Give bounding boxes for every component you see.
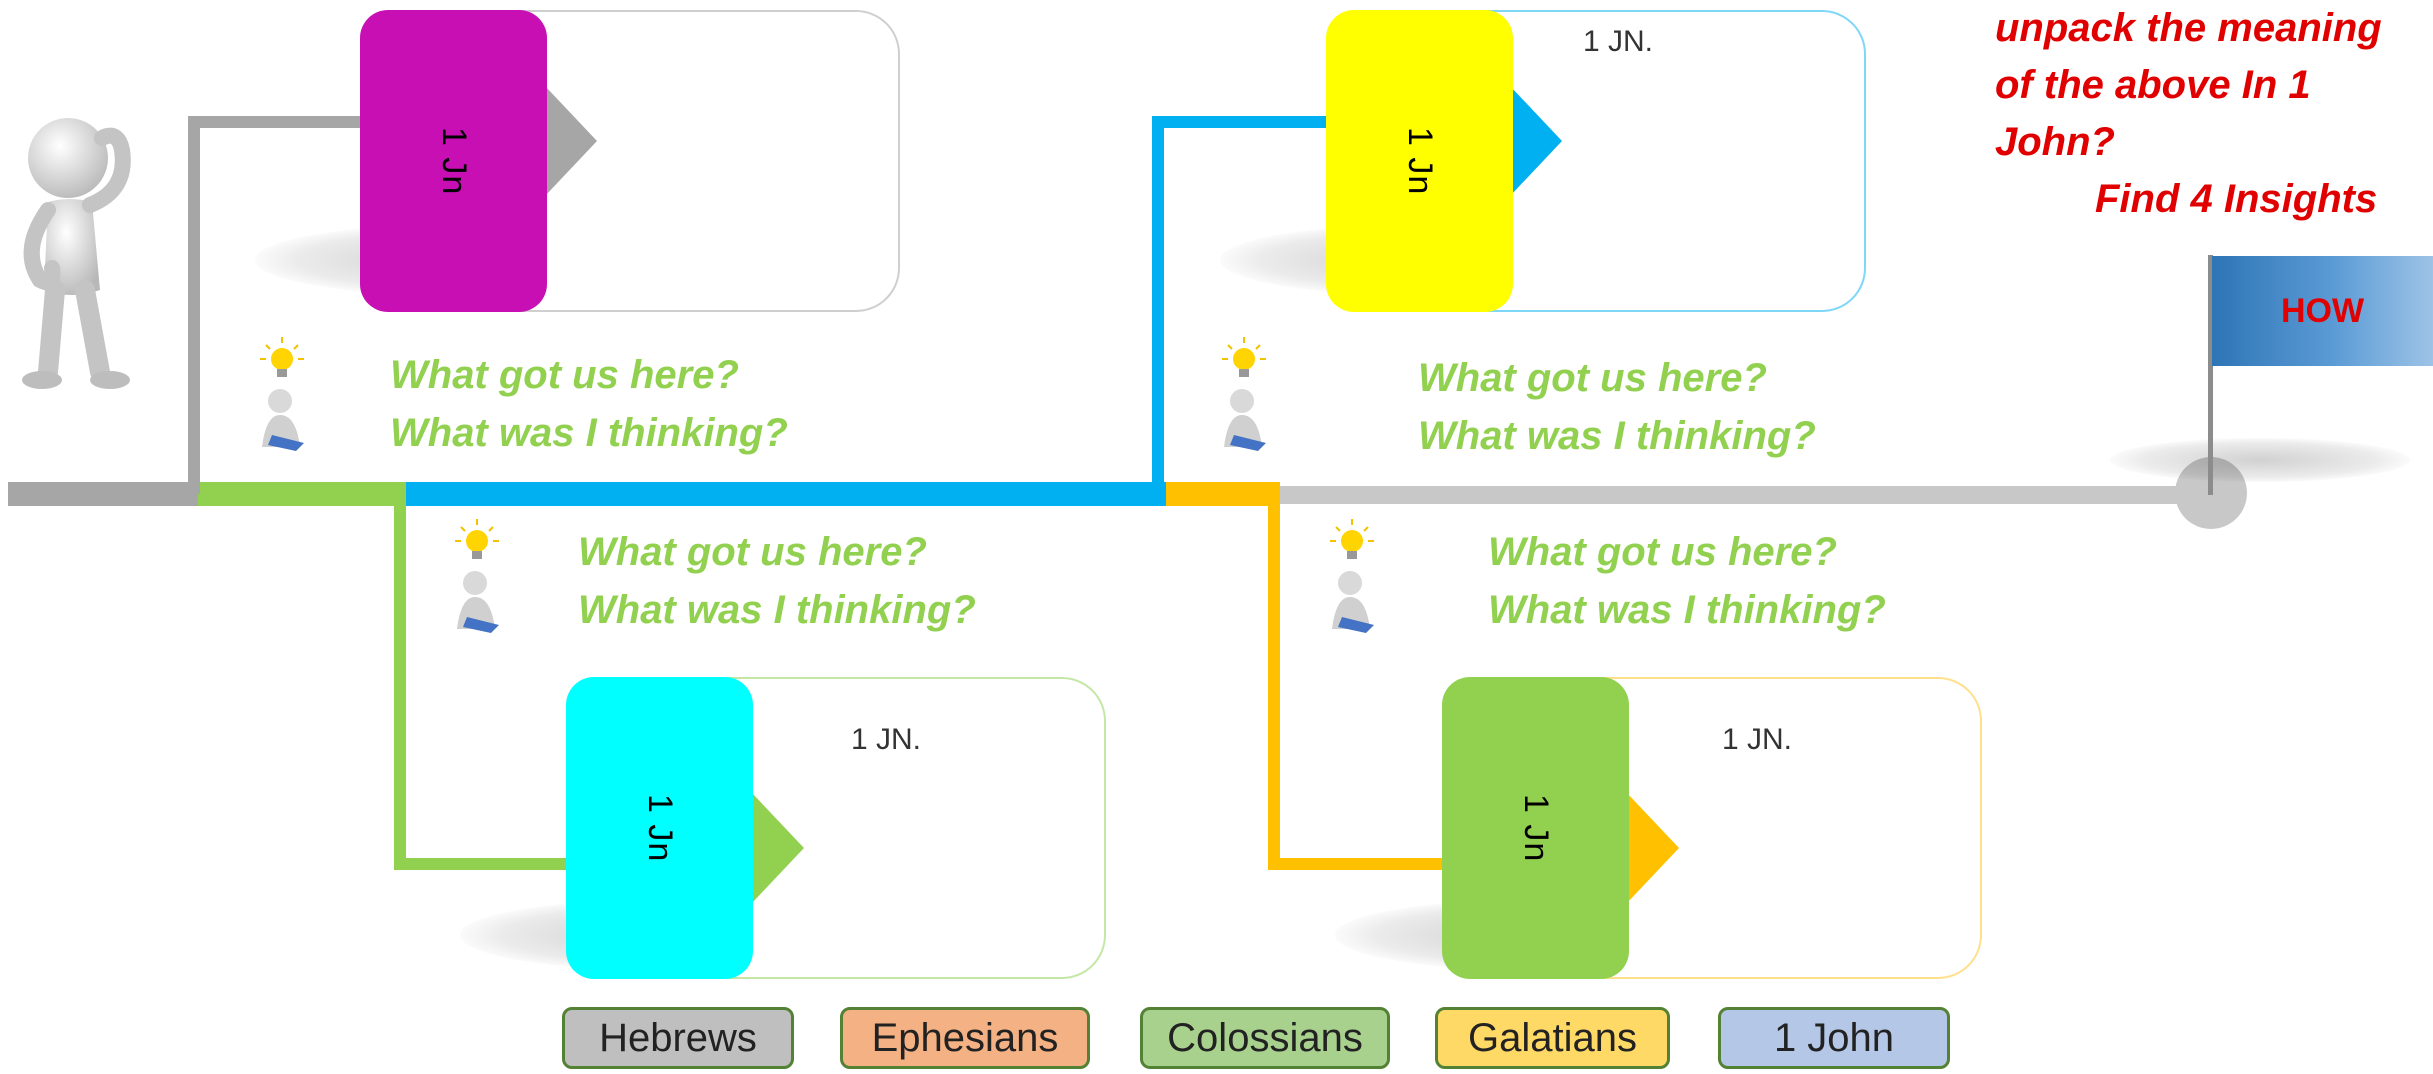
connector-gray-horizontal xyxy=(188,116,364,128)
prompt-3: What got us here? What was I thinking? xyxy=(578,523,976,639)
reader-lightbulb-icon xyxy=(1222,337,1266,451)
prompt-1: What got us here? What was I thinking? xyxy=(390,346,788,462)
reader-lightbulb-icon xyxy=(455,519,499,633)
card-4-tab: 1 Jn xyxy=(1442,677,1629,979)
timeline-gray-right xyxy=(1280,486,2210,504)
flag-pole xyxy=(2208,255,2213,495)
card-4-tab-label: 1 Jn xyxy=(1517,793,1555,863)
flag-label: HOW xyxy=(2280,291,2365,330)
card-2-tab: 1 Jn xyxy=(1326,10,1513,312)
connector-green-horizontal xyxy=(394,858,570,870)
connector-blue-horizontal xyxy=(1152,116,1332,128)
card-4-reference: 1 JN. xyxy=(1722,723,1793,756)
instruction-line4: Find 4 Insights xyxy=(2095,177,2378,221)
connector-blue-vertical xyxy=(1152,116,1164,494)
card-3-reference: 1 JN. xyxy=(851,723,922,756)
instruction-line2: of the above In 1 xyxy=(1995,63,2311,107)
prompt-3-line2: What was I thinking? xyxy=(578,588,976,632)
thinking-figure xyxy=(22,118,131,389)
prompt-2-line2: What was I thinking? xyxy=(1418,414,1816,458)
timeline-orange-segment xyxy=(1166,482,1280,506)
prompt-3-line1: What got us here? xyxy=(578,530,927,574)
legend-galatians: Galatians xyxy=(1435,1007,1670,1069)
instruction-line1: unpack the meaning xyxy=(1995,6,2382,50)
card-1-tab-label: 1 Jn xyxy=(435,126,473,196)
card-4-pointer xyxy=(1627,793,1679,903)
timeline-green-segment xyxy=(198,482,406,506)
instruction-text: unpack the meaning of the above In 1 Joh… xyxy=(1995,0,2433,228)
connector-orange-vertical xyxy=(1268,494,1280,870)
card-2-tab-label: 1 Jn xyxy=(1401,126,1439,196)
prompt-2-line1: What got us here? xyxy=(1418,356,1767,400)
legend-colossians: Colossians xyxy=(1140,1007,1390,1069)
legend-hebrews: Hebrews xyxy=(562,1007,794,1069)
prompt-4: What got us here? What was I thinking? xyxy=(1488,523,1886,639)
timeline-gray-left xyxy=(8,482,198,506)
flag: HOW xyxy=(2212,256,2433,366)
card-3-tab-label: 1 Jn xyxy=(641,793,679,863)
legend-ephesians: Ephesians xyxy=(840,1007,1090,1069)
prompt-1-line1: What got us here? xyxy=(390,353,739,397)
connector-gray-vertical xyxy=(188,116,200,494)
reader-lightbulb-icon xyxy=(260,337,304,451)
card-2-pointer xyxy=(1510,86,1562,196)
prompt-4-line2: What was I thinking? xyxy=(1488,588,1886,632)
legend-1-john: 1 John xyxy=(1718,1007,1950,1069)
prompt-2: What got us here? What was I thinking? xyxy=(1418,349,1816,465)
card-3-tab: 1 Jn xyxy=(566,677,753,979)
flag-shadow xyxy=(2110,438,2410,482)
prompt-1-line2: What was I thinking? xyxy=(390,411,788,455)
prompt-4-line1: What got us here? xyxy=(1488,530,1837,574)
timeline-blue-segment xyxy=(406,482,1166,506)
connector-green-vertical xyxy=(394,494,406,870)
reader-lightbulb-icon xyxy=(1330,519,1374,633)
connector-orange-horizontal xyxy=(1268,858,1444,870)
card-2-reference: 1 JN. xyxy=(1583,25,1654,58)
instruction-line3: John? xyxy=(1995,120,2115,164)
card-1-tab: 1 Jn xyxy=(360,10,547,312)
card-1-pointer xyxy=(545,86,597,196)
card-3-pointer xyxy=(752,793,804,903)
